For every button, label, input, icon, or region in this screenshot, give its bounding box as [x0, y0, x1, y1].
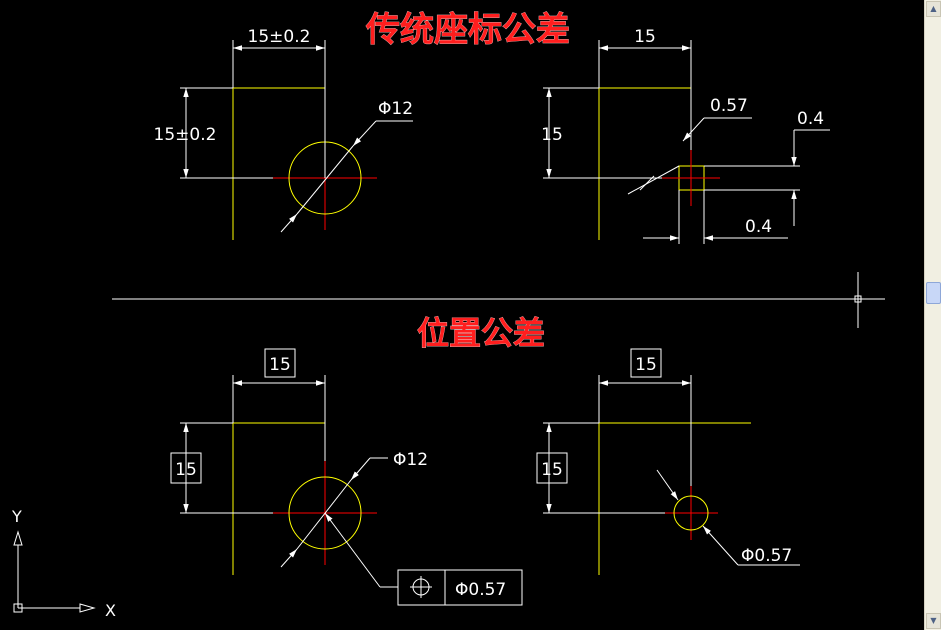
basic-dim-horizontal-15: 15 [269, 355, 291, 375]
ucs-icon [13, 530, 96, 613]
feature-control-frame: ⌖ Φ0.57 [0, 0, 523, 606]
crosshair-cursor [832, 272, 885, 328]
fcf-symbol-text: ⌖ [0, 0, 1, 1]
dim-horizontal-15pm02: 15±0.2 [248, 27, 311, 47]
bottom-left-drawing: 15 15 Φ12 [170, 348, 428, 588]
dim-horizontal-15: 15 [634, 27, 656, 47]
dim-vertical-15: 15 [541, 125, 563, 145]
basic-dim-vertical-15: 15 [541, 460, 563, 480]
fcf-tolerance-value: Φ0.57 [455, 580, 506, 600]
basic-dim-horizontal-15: 15 [635, 355, 657, 375]
dim-diameter-12: Φ12 [378, 99, 413, 119]
top-left-drawing: 15±0.2 15±0.2 Φ12 [154, 27, 413, 240]
dim-diagonal-057: 0.57 [710, 96, 748, 116]
vertical-scrollbar[interactable]: ▲ ▼ [924, 0, 941, 630]
dim-vertical-15pm02: 15±0.2 [154, 125, 217, 145]
position-symbol-icon [410, 576, 432, 598]
tolerance-zone-circle [673, 495, 709, 531]
scroll-thumb[interactable] [926, 282, 941, 304]
dim-tolerance-vertical-04: 0.4 [797, 109, 824, 129]
top-right-drawing: 15 15 0.57 0.4 0.4 [541, 27, 830, 244]
ucs-x-label: X [105, 601, 116, 620]
ucs-y-label: Y [11, 507, 22, 526]
dim-diameter-057: Φ0.57 [741, 546, 792, 566]
scroll-down-button[interactable]: ▼ [926, 613, 941, 629]
title-position-tolerance: 位置公差 [417, 314, 545, 352]
basic-dim-vertical-15: 15 [175, 460, 197, 480]
hole-circle [288, 476, 362, 550]
scroll-up-button[interactable]: ▲ [926, 1, 941, 17]
title-traditional-tolerance: 传统座标公差 [365, 10, 570, 50]
dim-tolerance-horizontal-04: 0.4 [745, 217, 772, 237]
dim-diameter-12: Φ12 [393, 450, 428, 470]
bottom-right-drawing: 15 15 Φ0.57 [536, 348, 800, 575]
